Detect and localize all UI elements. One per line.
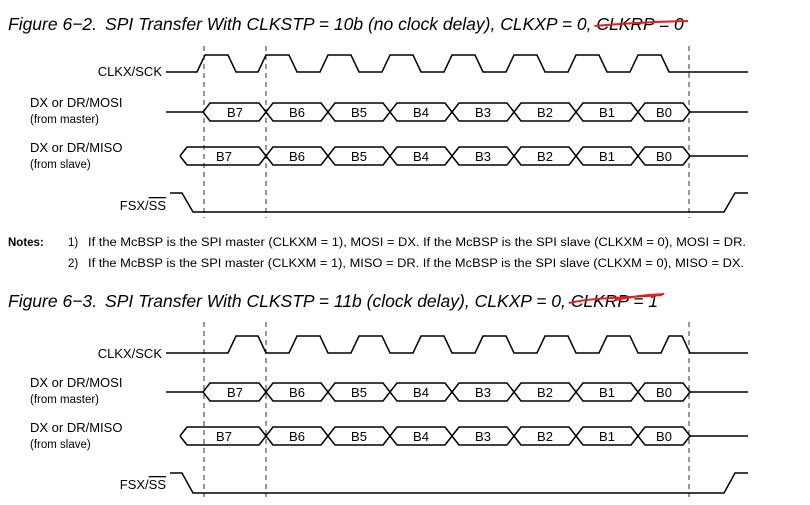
bit-label: B1: [599, 149, 615, 164]
fsx-overbar: SS: [149, 198, 167, 213]
figure-6-2-title-struck: CLKRP = 0: [596, 14, 684, 34]
bit-label: B7: [216, 149, 232, 164]
note-number: 1): [68, 237, 78, 249]
bit-label: B4: [413, 149, 429, 164]
mosi-bus: B7 B6 B5 B4 B3 B2 B1 B0: [166, 102, 748, 122]
bit-label: B3: [475, 149, 491, 164]
figure-6-3: Figure 6−3. SPI Transfer With CLKSTP = 11…: [8, 291, 748, 497]
bus-lower-edge: [202, 110, 691, 122]
mosi-bus: B7 B6 B5 B4 B3 B2 B1 B0: [166, 382, 748, 402]
note-number: 2): [68, 258, 78, 270]
bit-label: B7: [227, 385, 243, 400]
figure-6-2: Figure 6−2. SPI Transfer With CLKSTP = 10…: [8, 14, 748, 218]
fsx-waveform: [170, 192, 748, 213]
bit-label: B6: [289, 385, 305, 400]
strikethrough-mark: [594, 20, 689, 27]
figure-6-3-number: Figure 6−3.: [8, 291, 97, 311]
bus-upper-edge: [202, 382, 691, 394]
bit-label: B6: [289, 149, 305, 164]
note-text: If the McBSP is the SPI master (CLKXM = …: [88, 237, 746, 249]
bit-label: B1: [599, 105, 615, 120]
bit-label: B5: [351, 429, 367, 444]
bit-label: B0: [656, 429, 672, 444]
clk-waveform: [166, 54, 748, 73]
bit-label: B2: [537, 149, 553, 164]
clk-waveform: [166, 335, 748, 354]
figure-6-2-title-main: SPI Transfer With CLKSTP = 10b (no clock…: [105, 14, 596, 34]
miso-bus: B7 B6 B5 B4 B3 B2 B1 B0: [179, 146, 748, 166]
fsx-signal-label: FSX/SS: [120, 477, 167, 492]
bit-label: B5: [351, 149, 367, 164]
bit-label: B2: [537, 429, 553, 444]
bit-label: B0: [656, 105, 672, 120]
fsx-overbar: SS: [149, 477, 167, 492]
fsx-prefix: FSX/: [120, 477, 149, 492]
bit-label: B3: [475, 105, 491, 120]
bit-label: B5: [351, 105, 367, 120]
mosi-signal-label: DX or DR/MOSI: [30, 95, 122, 110]
strikethrough-mark: [568, 293, 665, 304]
miso-signal-sublabel: (from slave): [30, 159, 91, 171]
figure-6-3-title: Figure 6−3. SPI Transfer With CLKSTP = 11…: [8, 291, 658, 311]
bit-label: B7: [216, 429, 232, 444]
bit-label: B4: [413, 385, 429, 400]
bus-lower-edge: [202, 390, 691, 402]
bus-upper-edge: [202, 102, 691, 114]
mosi-signal-label: DX or DR/MOSI: [30, 375, 122, 390]
bit-label: B4: [413, 429, 429, 444]
notes-heading: Notes:: [8, 237, 44, 249]
bit-label: B5: [351, 385, 367, 400]
figure-6-3-title-main: SPI Transfer With CLKSTP = 11b (clock de…: [105, 291, 571, 311]
figure-6-2-title: Figure 6−2. SPI Transfer With CLKSTP = 10…: [8, 14, 684, 34]
clk-signal-label: CLKX/SCK: [98, 346, 163, 361]
bit-label: B2: [537, 385, 553, 400]
fsx-signal-label: FSX/SS: [120, 198, 167, 213]
bit-label: B4: [413, 105, 429, 120]
bit-label: B3: [475, 429, 491, 444]
clk-signal-label: CLKX/SCK: [98, 64, 163, 79]
fsx-waveform: [170, 472, 748, 494]
bit-label: B1: [599, 385, 615, 400]
mosi-signal-sublabel: (from master): [30, 114, 99, 126]
bit-label: B7: [227, 105, 243, 120]
note-text: If the McBSP is the SPI master (CLKXM = …: [88, 258, 744, 270]
bit-label: B6: [289, 429, 305, 444]
bit-label: B0: [656, 149, 672, 164]
bit-label: B0: [656, 385, 672, 400]
bus-lower-edge: [179, 434, 691, 446]
miso-bus: B7 B6 B5 B4 B3 B2 B1 B0: [179, 426, 748, 446]
fsx-prefix: FSX/: [120, 198, 149, 213]
bit-label: B1: [599, 429, 615, 444]
bus-lower-edge: [179, 154, 691, 166]
miso-signal-sublabel: (from slave): [30, 439, 91, 451]
figure-6-2-number: Figure 6−2.: [8, 14, 97, 34]
miso-signal-label: DX or DR/MISO: [30, 420, 122, 435]
bit-label: B6: [289, 105, 305, 120]
miso-signal-label: DX or DR/MISO: [30, 140, 122, 155]
bit-label: B3: [475, 385, 491, 400]
notes-section: Notes: 1) If the McBSP is the SPI master…: [8, 237, 746, 270]
bit-label: B2: [537, 105, 553, 120]
mosi-signal-sublabel: (from master): [30, 394, 99, 406]
